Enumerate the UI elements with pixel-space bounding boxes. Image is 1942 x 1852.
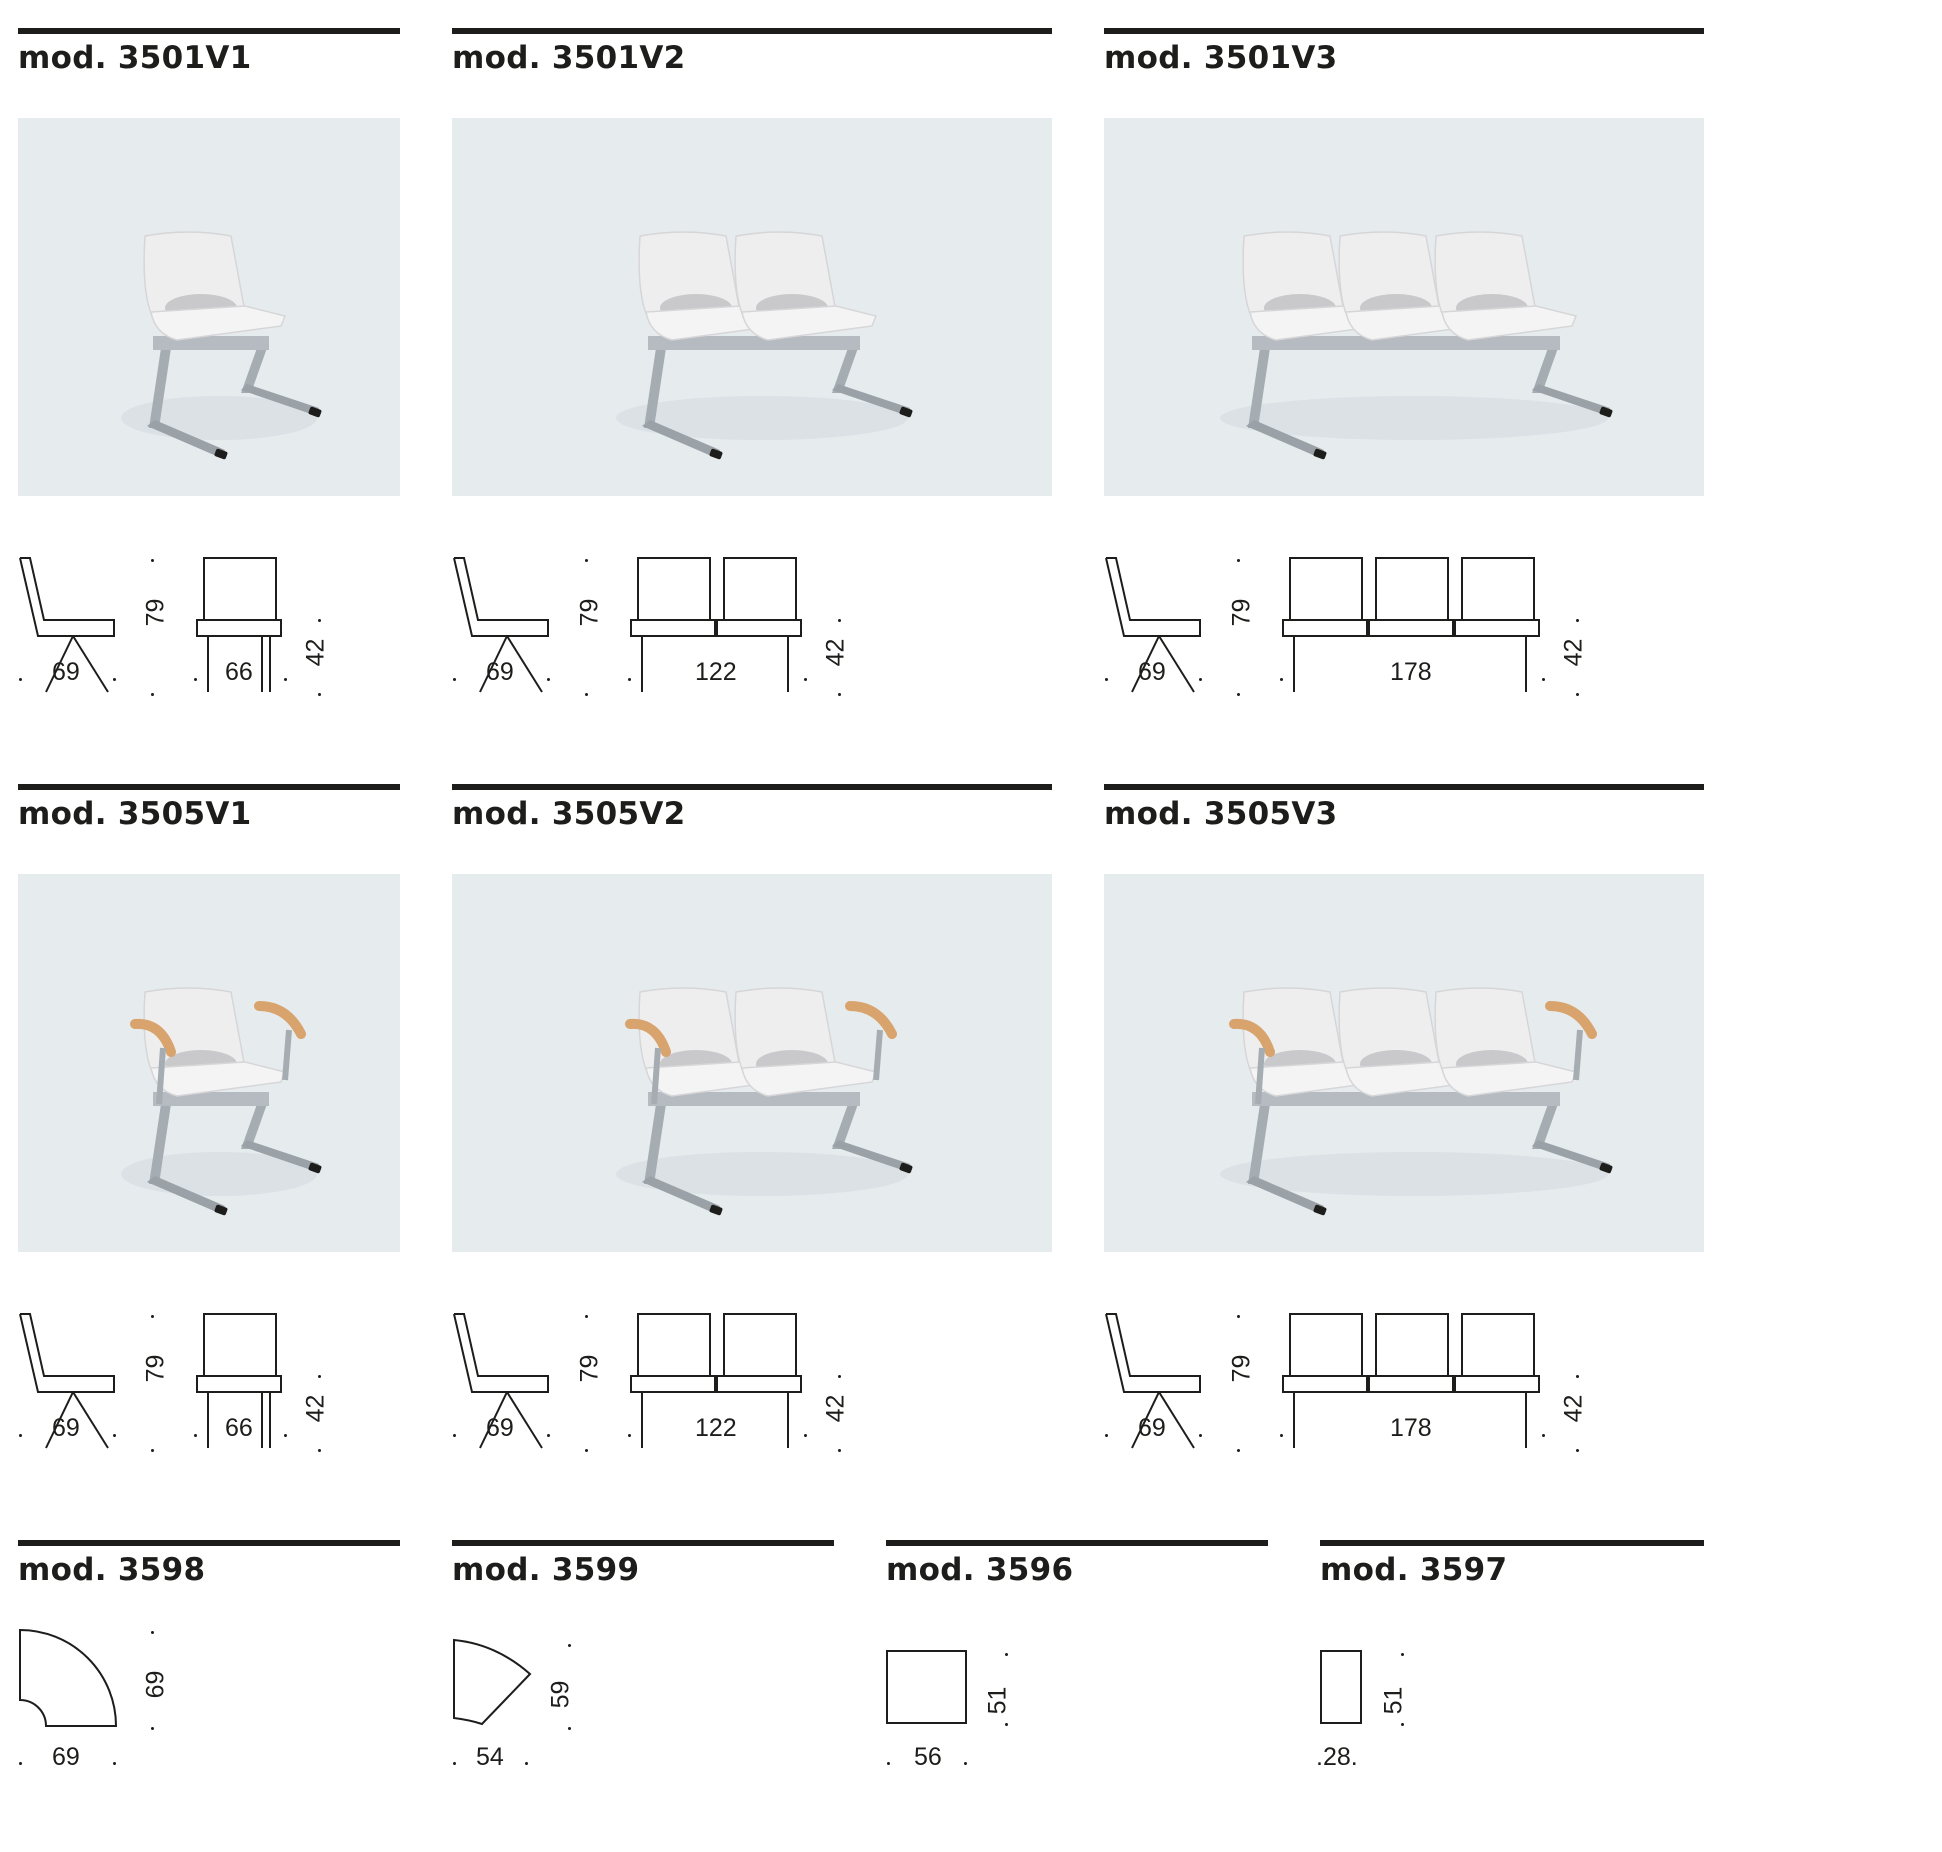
side-view-drawing — [453, 1313, 549, 1449]
side-view-drawing — [19, 557, 115, 693]
quarter-round-table-drawing — [19, 1628, 118, 1727]
depth-dimension: 51 — [1379, 1686, 1408, 1715]
product-photo — [18, 874, 400, 1252]
front-view-drawing — [1282, 1313, 1540, 1448]
chair-illustration — [1220, 987, 1613, 1216]
width-dimension: .28. — [1316, 1743, 1358, 1771]
height-dimension: 79 — [1227, 598, 1256, 627]
product-photo — [18, 118, 400, 496]
model-title: mod. 3597 — [1320, 1552, 1508, 1588]
depth-dimension: 69 — [141, 1670, 170, 1699]
depth-dimension: 69 — [1138, 658, 1166, 686]
model-title: mod. 3501V3 — [1104, 40, 1338, 76]
width-dimension: 122 — [695, 658, 737, 686]
square-table-drawing — [886, 1650, 967, 1724]
technical-drawings: 79 69 42 122 — [452, 1284, 1152, 1484]
front-view-drawing — [196, 557, 282, 692]
seat-height-dimension: 42 — [821, 1394, 850, 1423]
chair-illustration — [616, 987, 913, 1216]
height-dimension: 79 — [575, 1354, 604, 1383]
chair-illustration — [121, 987, 322, 1216]
height-dimension: 79 — [575, 598, 604, 627]
model-title: mod. 3505V1 — [18, 796, 252, 832]
depth-dimension: 69 — [52, 1414, 80, 1442]
side-view-drawing — [1105, 557, 1201, 693]
chair-illustration — [1220, 231, 1613, 460]
product-photo — [1104, 118, 1704, 496]
technical-drawings: 79 69 42 66 — [18, 1284, 718, 1484]
section-rule — [18, 1540, 400, 1546]
seat-height-dimension: 42 — [821, 638, 850, 667]
width-dimension: 178 — [1390, 658, 1432, 686]
side-view-drawing — [453, 557, 549, 693]
product-photo — [452, 874, 1052, 1252]
technical-drawings: 79 69 42 178 — [1104, 1284, 1804, 1484]
seat-height-dimension: 42 — [301, 1394, 330, 1423]
depth-dimension: 69 — [486, 658, 514, 686]
model-title: mod. 3505V3 — [1104, 796, 1338, 832]
height-dimension: 79 — [141, 598, 170, 627]
model-title: mod. 3598 — [18, 1552, 206, 1588]
section-rule — [1104, 784, 1704, 790]
model-title: mod. 3599 — [452, 1552, 640, 1588]
section-rule — [452, 1540, 834, 1546]
model-title: mod. 3501V2 — [452, 40, 686, 76]
section-rule — [452, 28, 1052, 34]
seat-height-dimension: 42 — [1559, 638, 1588, 667]
section-rule — [886, 1540, 1268, 1546]
narrow-table-drawing — [1320, 1650, 1362, 1724]
depth-dimension: 51 — [983, 1686, 1012, 1715]
wedge-table-drawing — [453, 1638, 532, 1726]
front-view-drawing — [1282, 557, 1540, 692]
model-title: mod. 3505V2 — [452, 796, 686, 832]
width-dimension: 69 — [52, 1743, 80, 1771]
depth-dimension: 59 — [546, 1680, 575, 1709]
width-dimension: 122 — [695, 1414, 737, 1442]
model-title: mod. 3596 — [886, 1552, 1074, 1588]
chair-illustration — [121, 231, 322, 460]
section-rule — [1104, 28, 1704, 34]
product-photo — [452, 118, 1052, 496]
model-title: mod. 3501V1 — [18, 40, 252, 76]
width-dimension: 178 — [1390, 1414, 1432, 1442]
depth-dimension: 69 — [486, 1414, 514, 1442]
width-dimension: 66 — [225, 658, 253, 686]
section-rule — [452, 784, 1052, 790]
section-rule — [18, 784, 400, 790]
section-rule — [18, 28, 400, 34]
height-dimension: 79 — [141, 1354, 170, 1383]
front-view-drawing — [196, 1313, 282, 1448]
front-view-drawing — [630, 557, 802, 692]
width-dimension: 54 — [476, 1743, 504, 1771]
depth-dimension: 69 — [52, 658, 80, 686]
depth-dimension: 69 — [1138, 1414, 1166, 1442]
seat-height-dimension: 42 — [1559, 1394, 1588, 1423]
height-dimension: 79 — [1227, 1354, 1256, 1383]
technical-drawings: 79 69 42 122 — [452, 528, 1152, 728]
side-view-drawing — [1105, 1313, 1201, 1449]
chair-illustration — [616, 231, 913, 460]
side-view-drawing — [19, 1313, 115, 1449]
width-dimension: 56 — [914, 1743, 942, 1771]
section-rule — [1320, 1540, 1704, 1546]
width-dimension: 66 — [225, 1414, 253, 1442]
front-view-drawing — [630, 1313, 802, 1448]
technical-drawings: 79 69 42 66 — [18, 528, 718, 728]
technical-drawings: 79 69 42 178 — [1104, 528, 1804, 728]
product-photo — [1104, 874, 1704, 1252]
seat-height-dimension: 42 — [301, 638, 330, 667]
